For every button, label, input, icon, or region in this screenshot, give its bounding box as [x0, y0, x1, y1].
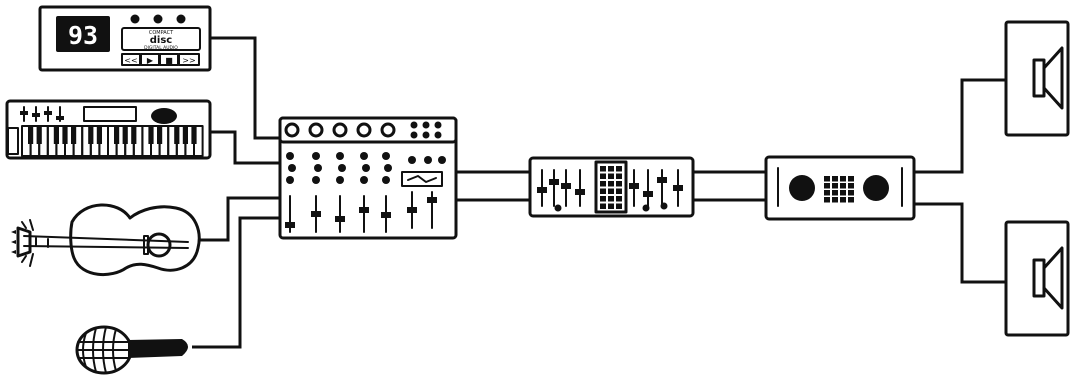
cd-button-rewind: <<: [124, 56, 137, 65]
effects-processor-icon: [528, 156, 695, 218]
mixer-top-knobs: [284, 121, 442, 139]
cd-button-stop: ■: [165, 56, 173, 65]
mixer-meter: [401, 171, 443, 187]
dj-right-platter: [863, 175, 889, 201]
acoustic-guitar-icon: [11, 203, 201, 277]
wire-guitar-to-mixer: [196, 196, 282, 242]
cd-button-forward: >>: [182, 56, 195, 65]
wire-dj-to-speaker-bottom: [914, 202, 1006, 284]
speaker-icon: [1004, 220, 1070, 337]
dj-controller-icon: [764, 155, 916, 221]
dj-pad-grid: [824, 176, 854, 203]
synth-sliders: [20, 106, 64, 122]
wire-dj-to-speaker-top: [914, 78, 1006, 174]
connection-wires: [192, 36, 1006, 349]
cd-display: [56, 16, 110, 52]
synth-keys: [21, 125, 204, 157]
dj-left-platter: [789, 175, 815, 201]
wire-keyboard-to-mixer: [210, 130, 282, 165]
cd-logo-main: disc: [150, 35, 173, 46]
cd-player-icon: 93 COMPACT disc DIGITAL AUDIO << ▶ ■ >>: [38, 5, 212, 72]
synth-screen: [83, 106, 137, 122]
cd-logo-bottom: DIGITAL AUDIO: [144, 45, 178, 51]
synth-speaker-grille: [151, 108, 177, 124]
processor-faders: [537, 169, 683, 212]
mixer-channel-strips: [285, 152, 437, 233]
speaker-icon: [1004, 20, 1070, 137]
wire-mic-to-mixer: [192, 216, 282, 349]
keyboard-synth-icon: [5, 99, 212, 160]
wire-cd-to-mixer: [210, 36, 282, 140]
mixing-console-icon: [278, 116, 458, 240]
cd-display-digits: 93: [68, 21, 98, 50]
cd-logo-top: COMPACT: [149, 30, 174, 36]
microphone-icon: [75, 325, 188, 375]
cd-button-play: ▶: [147, 56, 154, 65]
